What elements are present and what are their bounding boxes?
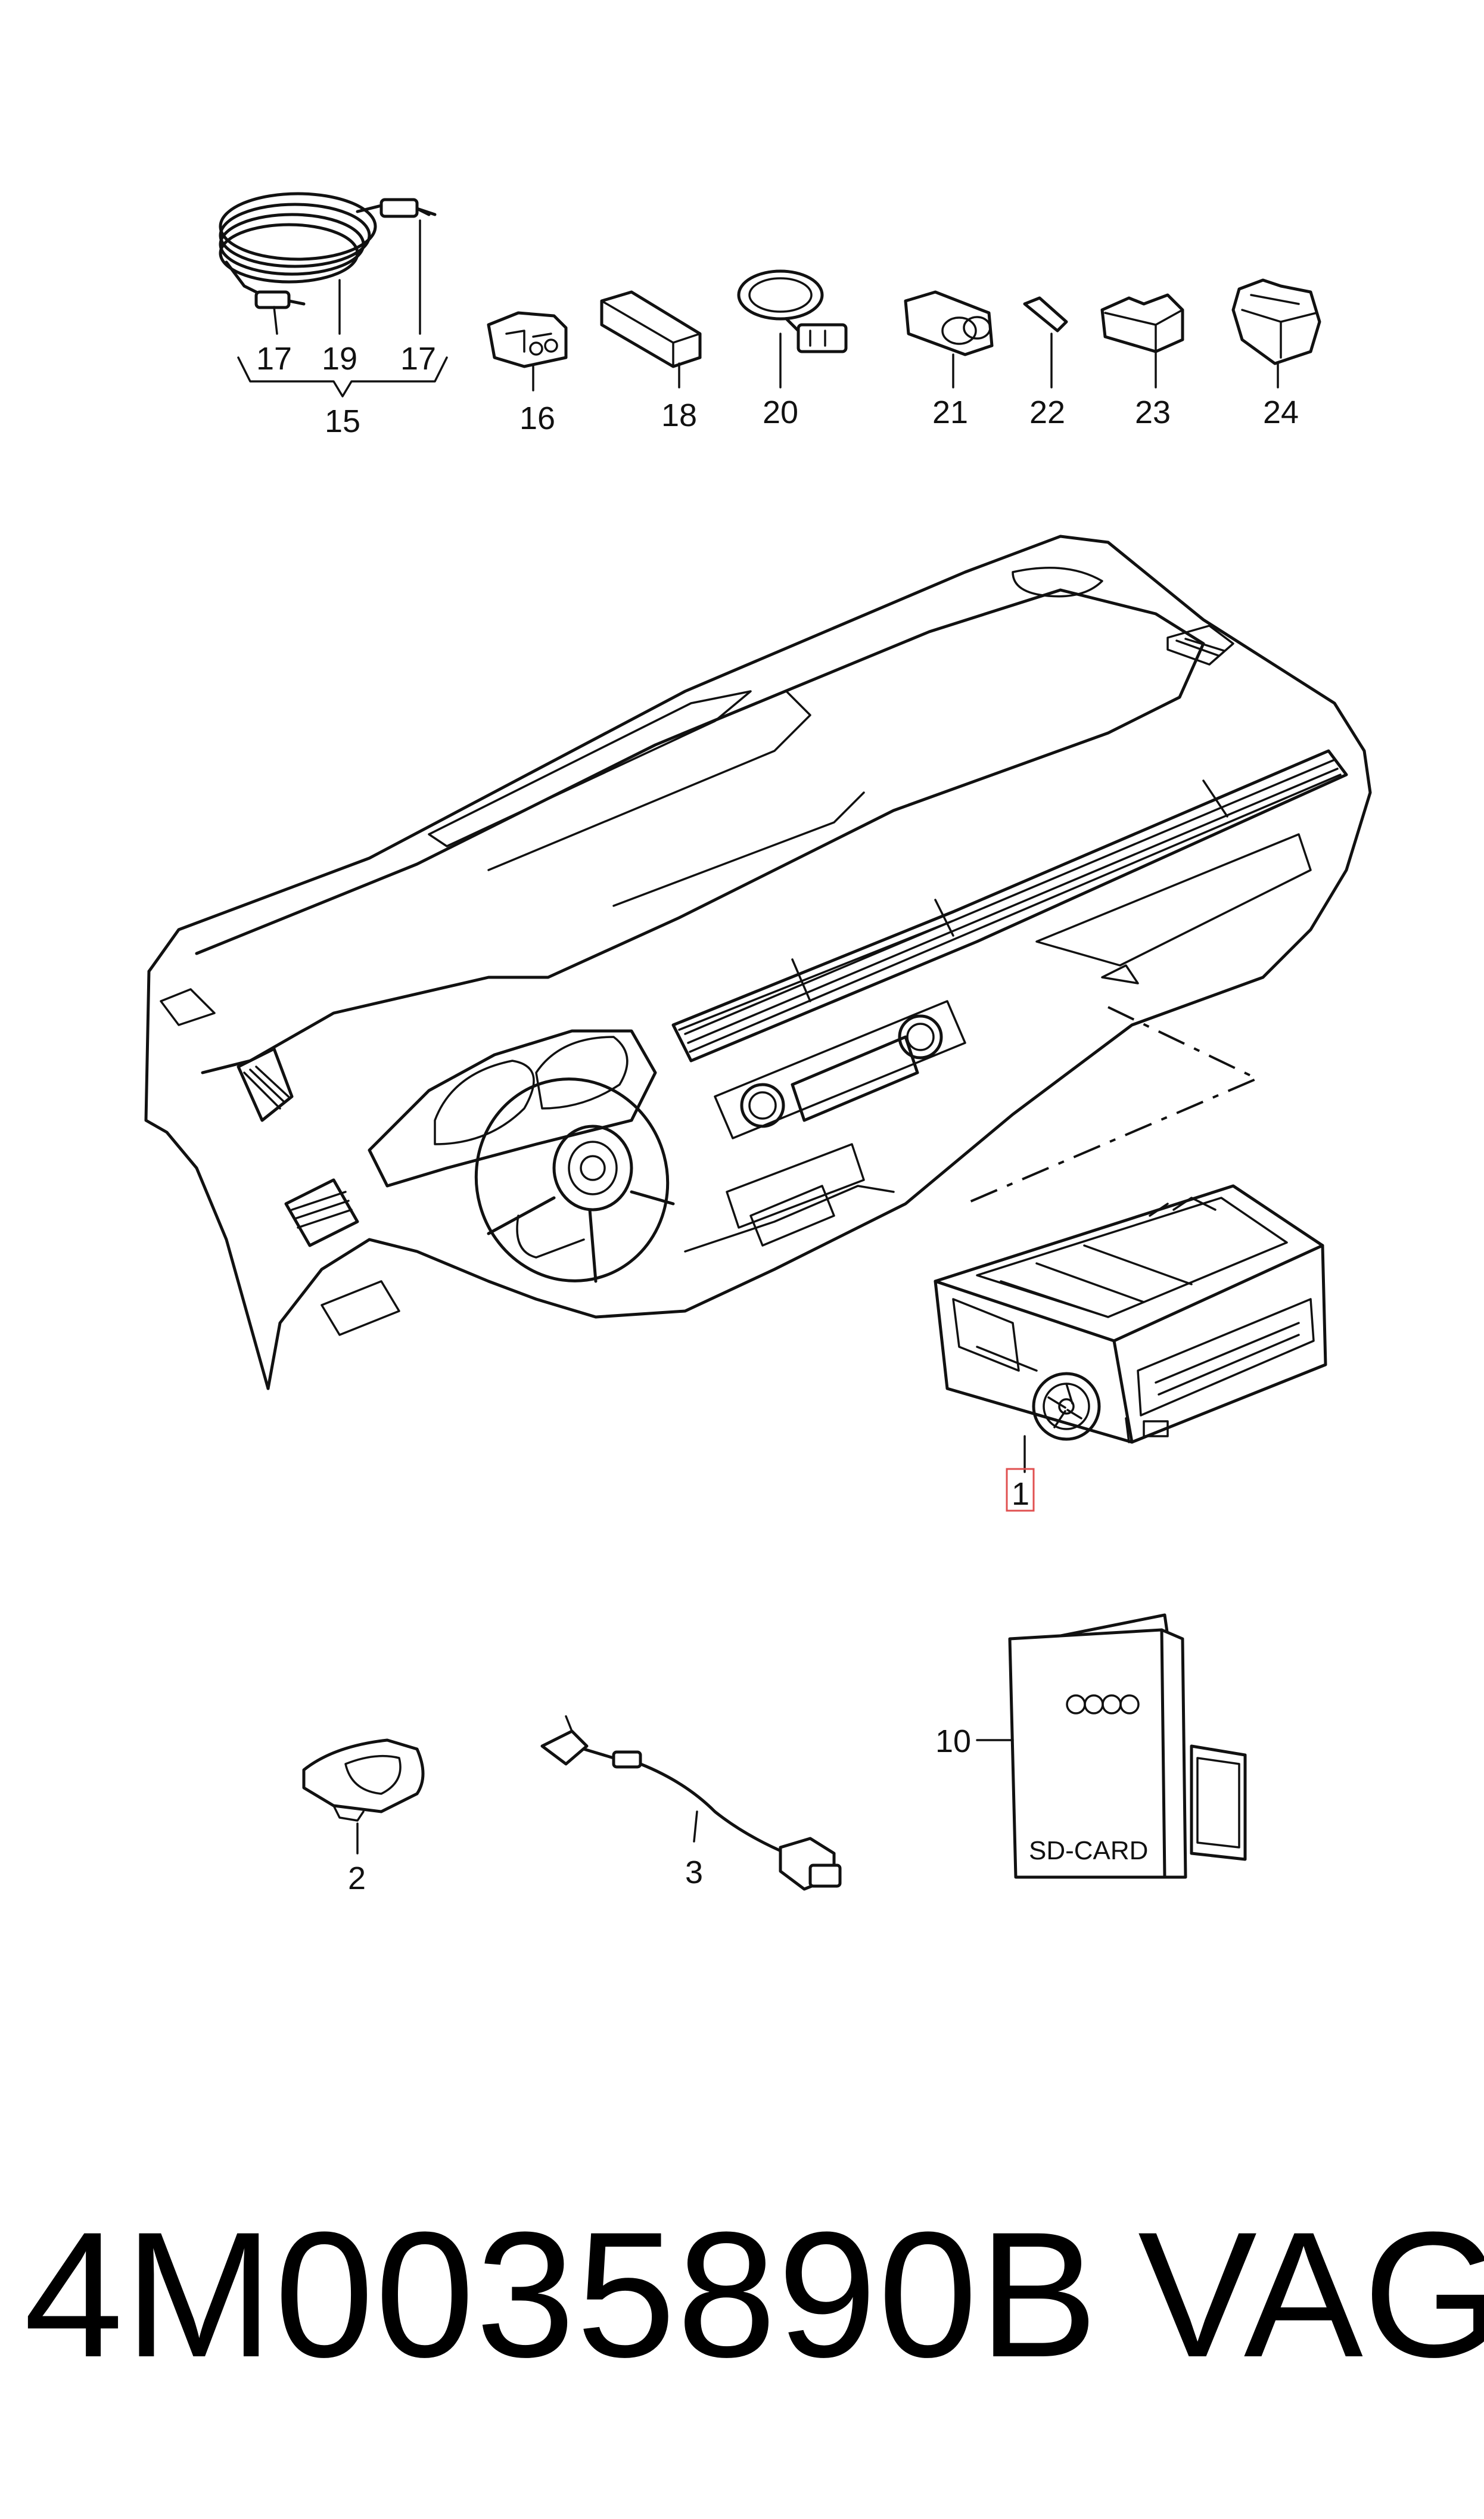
callout-23: 23 xyxy=(1135,395,1171,430)
callout-17-left: 17 xyxy=(256,341,292,377)
callout-16: 16 xyxy=(519,400,555,436)
callout-1-highlight xyxy=(1006,1468,1035,1512)
callout-17-right: 17 xyxy=(400,341,436,377)
callout-10: 10 xyxy=(935,1723,971,1759)
callout-21: 21 xyxy=(932,395,968,430)
pad-22-part xyxy=(1023,296,1068,389)
bracket-15 xyxy=(237,356,448,397)
sd-card-label: SD-CARD xyxy=(1029,1836,1148,1865)
mmi-unit-part xyxy=(934,1184,1327,1444)
antenna-2-part xyxy=(302,1738,425,1855)
callout-1: 1 xyxy=(1012,1476,1029,1512)
coiled-cable-part xyxy=(219,192,437,335)
callout-18: 18 xyxy=(661,397,697,433)
connector-16-part xyxy=(487,311,568,392)
callout-15: 15 xyxy=(325,403,360,439)
callout-19: 19 xyxy=(322,341,357,377)
block-23-part xyxy=(1100,293,1184,389)
connector-24-part xyxy=(1231,278,1321,389)
callout-3: 3 xyxy=(685,1855,703,1890)
brand-label: VAG xyxy=(1138,2194,1484,2394)
callout-24: 24 xyxy=(1263,395,1299,430)
cable-3-part xyxy=(540,1715,842,1891)
housing-18-part xyxy=(600,290,702,389)
dashboard-illustration xyxy=(144,535,1372,1390)
callout-22: 22 xyxy=(1029,395,1065,430)
part-number: 4M0035890B xyxy=(24,2194,1099,2394)
clip-21-part xyxy=(904,290,994,389)
ring-tool-20-part xyxy=(737,269,848,389)
callout-20: 20 xyxy=(763,395,798,430)
sd-card-booklet-part xyxy=(1008,1613,1247,1879)
leader-line xyxy=(965,1006,1260,1205)
callout-2: 2 xyxy=(348,1860,366,1896)
